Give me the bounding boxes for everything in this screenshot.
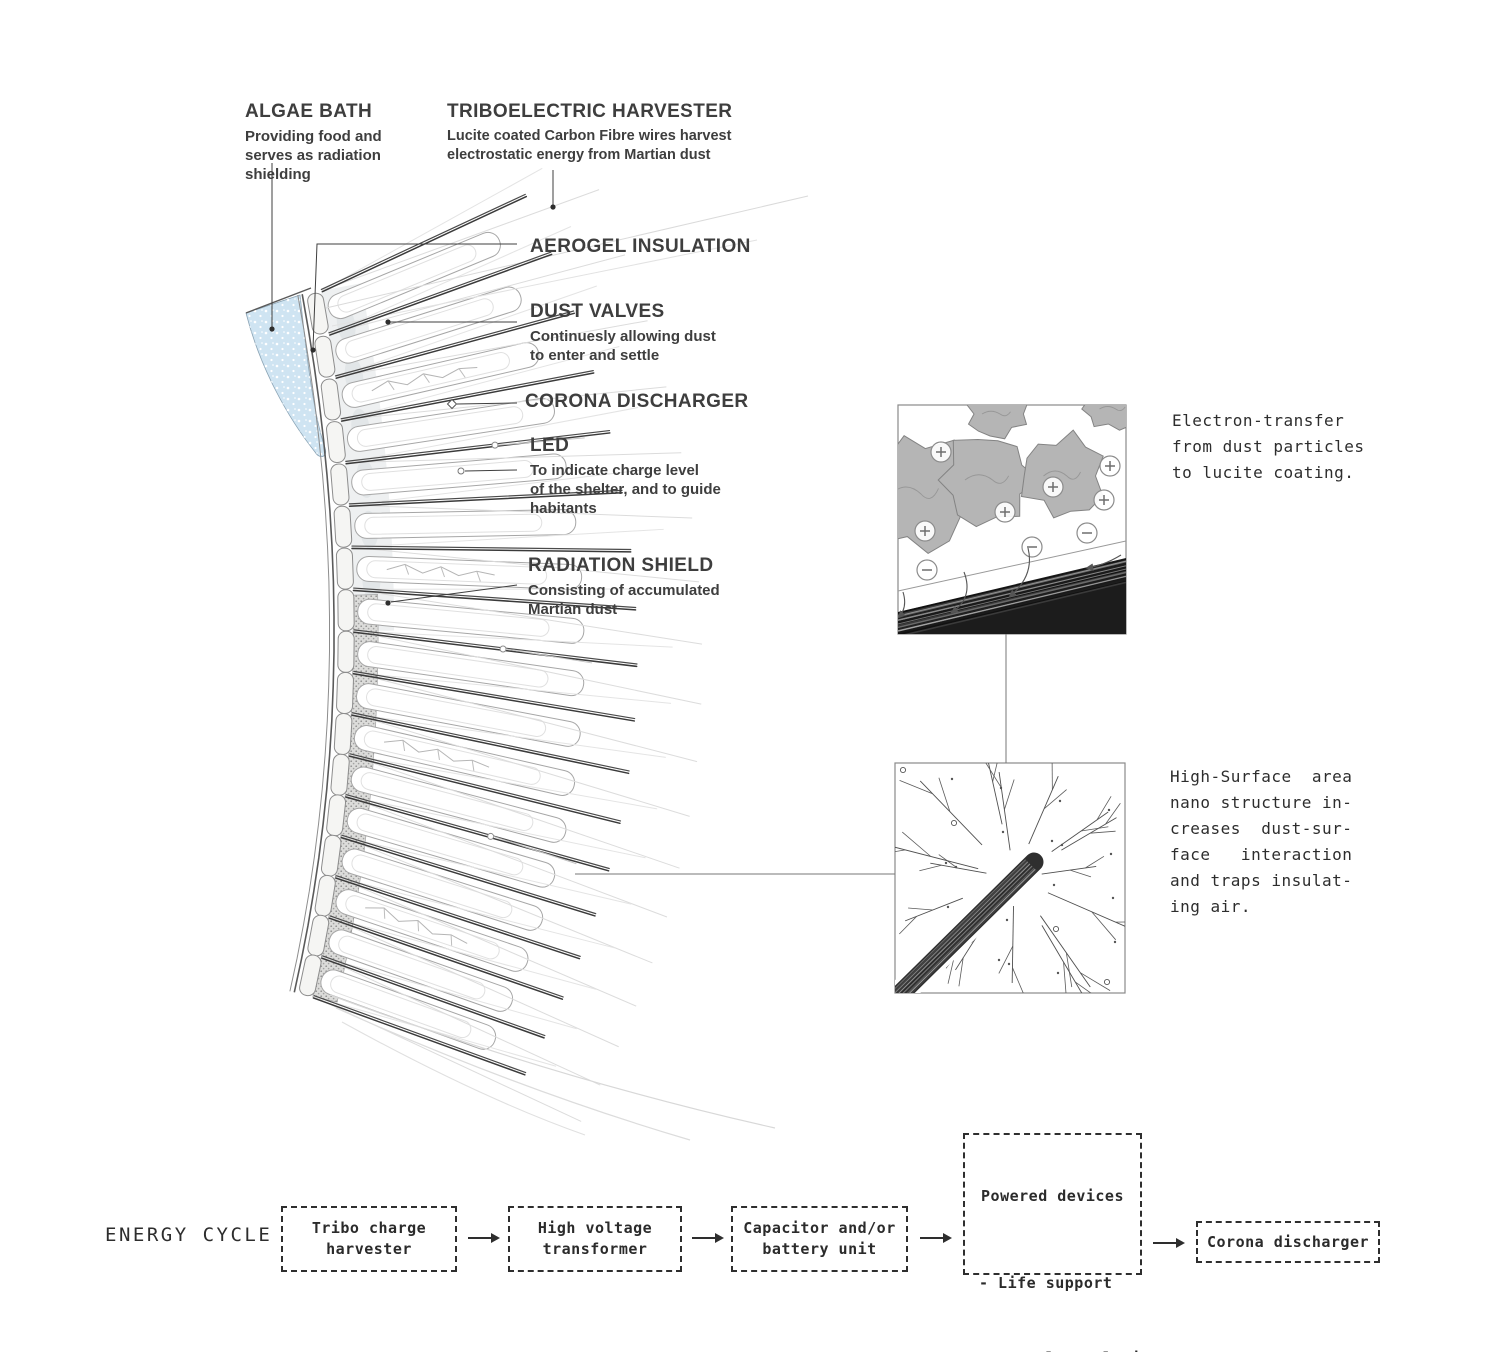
label-radiation-desc: Consisting of accumulated Martian dust xyxy=(528,582,720,618)
electron-flow-arrow xyxy=(1085,554,1122,571)
nano-dendrite xyxy=(1028,776,1059,845)
label-radiation-title: RADIATION SHIELD xyxy=(528,555,714,576)
nano-dendrite xyxy=(1041,866,1097,875)
label-aerogel-title: AEROGEL INSULATION xyxy=(530,236,751,257)
nano-dendrite xyxy=(1047,892,1125,927)
nano-dendrite xyxy=(988,763,1003,825)
nano-dendrite xyxy=(930,862,987,874)
flow-box-powered-devices: Powered devices - Life support - H2O Ele… xyxy=(963,1133,1150,1352)
caption-nano-structure: High-Surface area nano structure in- cre… xyxy=(1170,767,1353,916)
insets xyxy=(894,404,1127,994)
electron-flow-arrow xyxy=(1008,547,1030,598)
leader-dot xyxy=(385,600,391,606)
leader-dot xyxy=(550,204,556,210)
flow-arrow-icon xyxy=(692,1233,724,1243)
plus-charge-icon xyxy=(914,520,936,542)
flow-arrow-icon xyxy=(920,1233,952,1243)
led-indicator xyxy=(499,645,507,653)
powered-devices-item: - H2O Electrolysis xyxy=(979,1348,1150,1352)
label-corona-discharger: CORONA DISCHARGER xyxy=(525,391,749,413)
label-dust-valves: DUST VALVES Continuesly allowing dust to… xyxy=(530,301,716,365)
leader-dot xyxy=(310,347,316,353)
flow-box-capacitor-battery: Capacitor and/or battery unit xyxy=(731,1206,908,1272)
flow-box-corona-discharger: Corona discharger xyxy=(1196,1221,1380,1263)
leader-dot xyxy=(385,319,391,325)
shelter-wall-segments xyxy=(299,292,355,997)
plus-charge-icon xyxy=(930,441,952,463)
plus-charge-icon xyxy=(1042,476,1064,498)
flow-box-label: High voltage transformer xyxy=(537,1219,653,1258)
dust-particle xyxy=(1081,405,1126,431)
nano-dendrite xyxy=(895,846,979,870)
triboelectric-wires xyxy=(312,193,638,1076)
label-radiation-shield: RADIATION SHIELD Consisting of accumulat… xyxy=(528,555,720,619)
label-tribo-desc: Lucite coated Carbon Fibre wires harvest… xyxy=(447,128,732,163)
minus-charge-icon xyxy=(1076,522,1098,544)
flow-box-tribo-charge-harvester: Tribo charge harvester xyxy=(281,1206,457,1272)
dust-particle xyxy=(966,405,1028,440)
flow-box-high-voltage-transformer: High voltage transformer xyxy=(508,1206,682,1272)
dust-particle xyxy=(1020,429,1104,519)
label-led-title: LED xyxy=(530,435,570,456)
electron-flow-arrow xyxy=(950,571,968,614)
nano-dendrite xyxy=(1040,915,1091,988)
label-led: LED To indicate charge level of the shel… xyxy=(530,435,721,518)
label-dust-valves-desc: Continuesly allowing dust to enter and s… xyxy=(530,328,716,364)
corona-pointer-diamond xyxy=(446,398,458,410)
powered-devices-item: - Life support xyxy=(979,1274,1113,1292)
powered-devices-title: Powered devices xyxy=(981,1187,1124,1205)
label-corona-title: CORONA DISCHARGER xyxy=(525,391,749,412)
outer-skin xyxy=(245,287,335,993)
nano-dendrite xyxy=(1041,925,1083,993)
led-pointer-circle xyxy=(457,467,465,475)
leader-dot xyxy=(269,326,275,332)
label-tribo-title: TRIBOELECTRIC HARVESTER xyxy=(447,101,733,122)
label-algae-bath: ALGAE BATH Providing food and serves as … xyxy=(245,101,382,184)
flow-box-label: Tribo charge harvester xyxy=(311,1219,427,1258)
label-triboelectric-harvester: TRIBOELECTRIC HARVESTER Lucite coated Ca… xyxy=(447,101,732,165)
label-algae-bath-title: ALGAE BATH xyxy=(245,101,373,122)
led-indicator xyxy=(487,832,495,840)
led-indicator xyxy=(491,441,499,449)
label-dust-valves-title: DUST VALVES xyxy=(530,301,665,322)
plus-charge-icon xyxy=(1099,455,1121,477)
wire-ghosts xyxy=(313,167,809,1141)
nano-dendrite xyxy=(1011,905,1014,983)
nano-dendrite xyxy=(919,780,983,846)
dust-valve-pockets xyxy=(320,231,585,1050)
algae-bath-speckle xyxy=(246,295,326,457)
minus-charge-icon xyxy=(1021,536,1043,558)
label-led-desc: To indicate charge level of the shelter,… xyxy=(530,462,721,517)
energy-cycle-heading: ENERGY CYCLE xyxy=(105,1224,273,1246)
plus-charge-icon xyxy=(994,501,1016,523)
leader-lines xyxy=(269,163,1007,875)
flow-arrow-icon xyxy=(1153,1238,1185,1248)
flow-box-label: Corona discharger xyxy=(1206,1232,1370,1251)
electron-flow-arrow xyxy=(898,591,906,619)
flow-arrow-icon xyxy=(468,1233,500,1243)
nano-dendrite xyxy=(904,897,963,922)
caption-electron-transfer: Electron-transfer from dust particles to… xyxy=(1172,411,1365,482)
label-algae-bath-desc: Providing food and serves as radiation s… xyxy=(245,128,382,183)
plus-charge-icon xyxy=(1093,489,1115,511)
flow-box-label: Capacitor and/or battery unit xyxy=(743,1219,896,1258)
minus-charge-icon xyxy=(916,559,938,581)
nano-dendrite xyxy=(998,771,1011,851)
label-aerogel-insulation: AEROGEL INSULATION xyxy=(530,236,751,258)
nano-dendrite xyxy=(1061,817,1117,851)
